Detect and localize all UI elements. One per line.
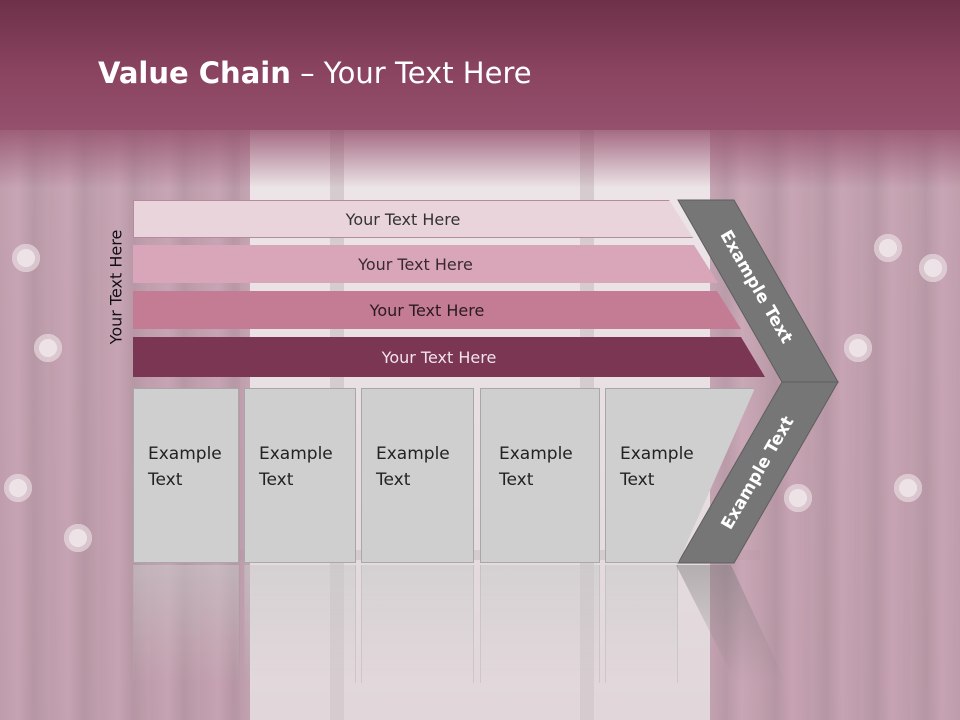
support-bar-4: Your Text Here bbox=[133, 337, 765, 377]
primary-box-2: Example Text bbox=[244, 388, 356, 563]
box-4-line2: Text bbox=[499, 470, 534, 490]
box-reflection-1 bbox=[133, 565, 239, 683]
box-1-line1: Example bbox=[148, 444, 222, 464]
support-bar-3: Your Text Here bbox=[133, 291, 741, 329]
box-2-line1: Example bbox=[259, 444, 333, 464]
support-bar-1: Your Text Here bbox=[133, 200, 693, 238]
box-reflection-5 bbox=[605, 565, 678, 683]
box-4-line1: Example bbox=[499, 444, 573, 464]
box-reflection-2 bbox=[244, 565, 356, 683]
primary-box-3: Example Text bbox=[361, 388, 474, 563]
box-1-line2: Text bbox=[148, 470, 183, 490]
box-5-line1: Example bbox=[620, 444, 694, 464]
support-bar-1-label: Your Text Here bbox=[345, 209, 461, 229]
chevron-bottom-shape bbox=[677, 381, 839, 564]
box-reflection-3 bbox=[361, 565, 474, 683]
support-bar-2-label: Your Text Here bbox=[358, 254, 473, 274]
box-reflection-4 bbox=[480, 565, 600, 683]
box-3-line1: Example bbox=[376, 444, 450, 464]
curtain-right bbox=[710, 120, 960, 720]
support-bar-2: Your Text Here bbox=[133, 245, 718, 283]
slide-title: Value Chain – Your Text Here bbox=[98, 56, 532, 90]
primary-box-4: Example Text bbox=[480, 388, 600, 563]
title-band bbox=[0, 0, 960, 130]
box-2-line2: Text bbox=[259, 470, 294, 490]
support-bar-4-label: Your Text Here bbox=[381, 347, 497, 367]
box-5-line2: Text bbox=[620, 470, 655, 490]
box-3-line2: Text bbox=[376, 470, 411, 490]
primary-box-1: Example Text bbox=[133, 388, 239, 563]
support-bar-3-label: Your Text Here bbox=[369, 300, 485, 320]
